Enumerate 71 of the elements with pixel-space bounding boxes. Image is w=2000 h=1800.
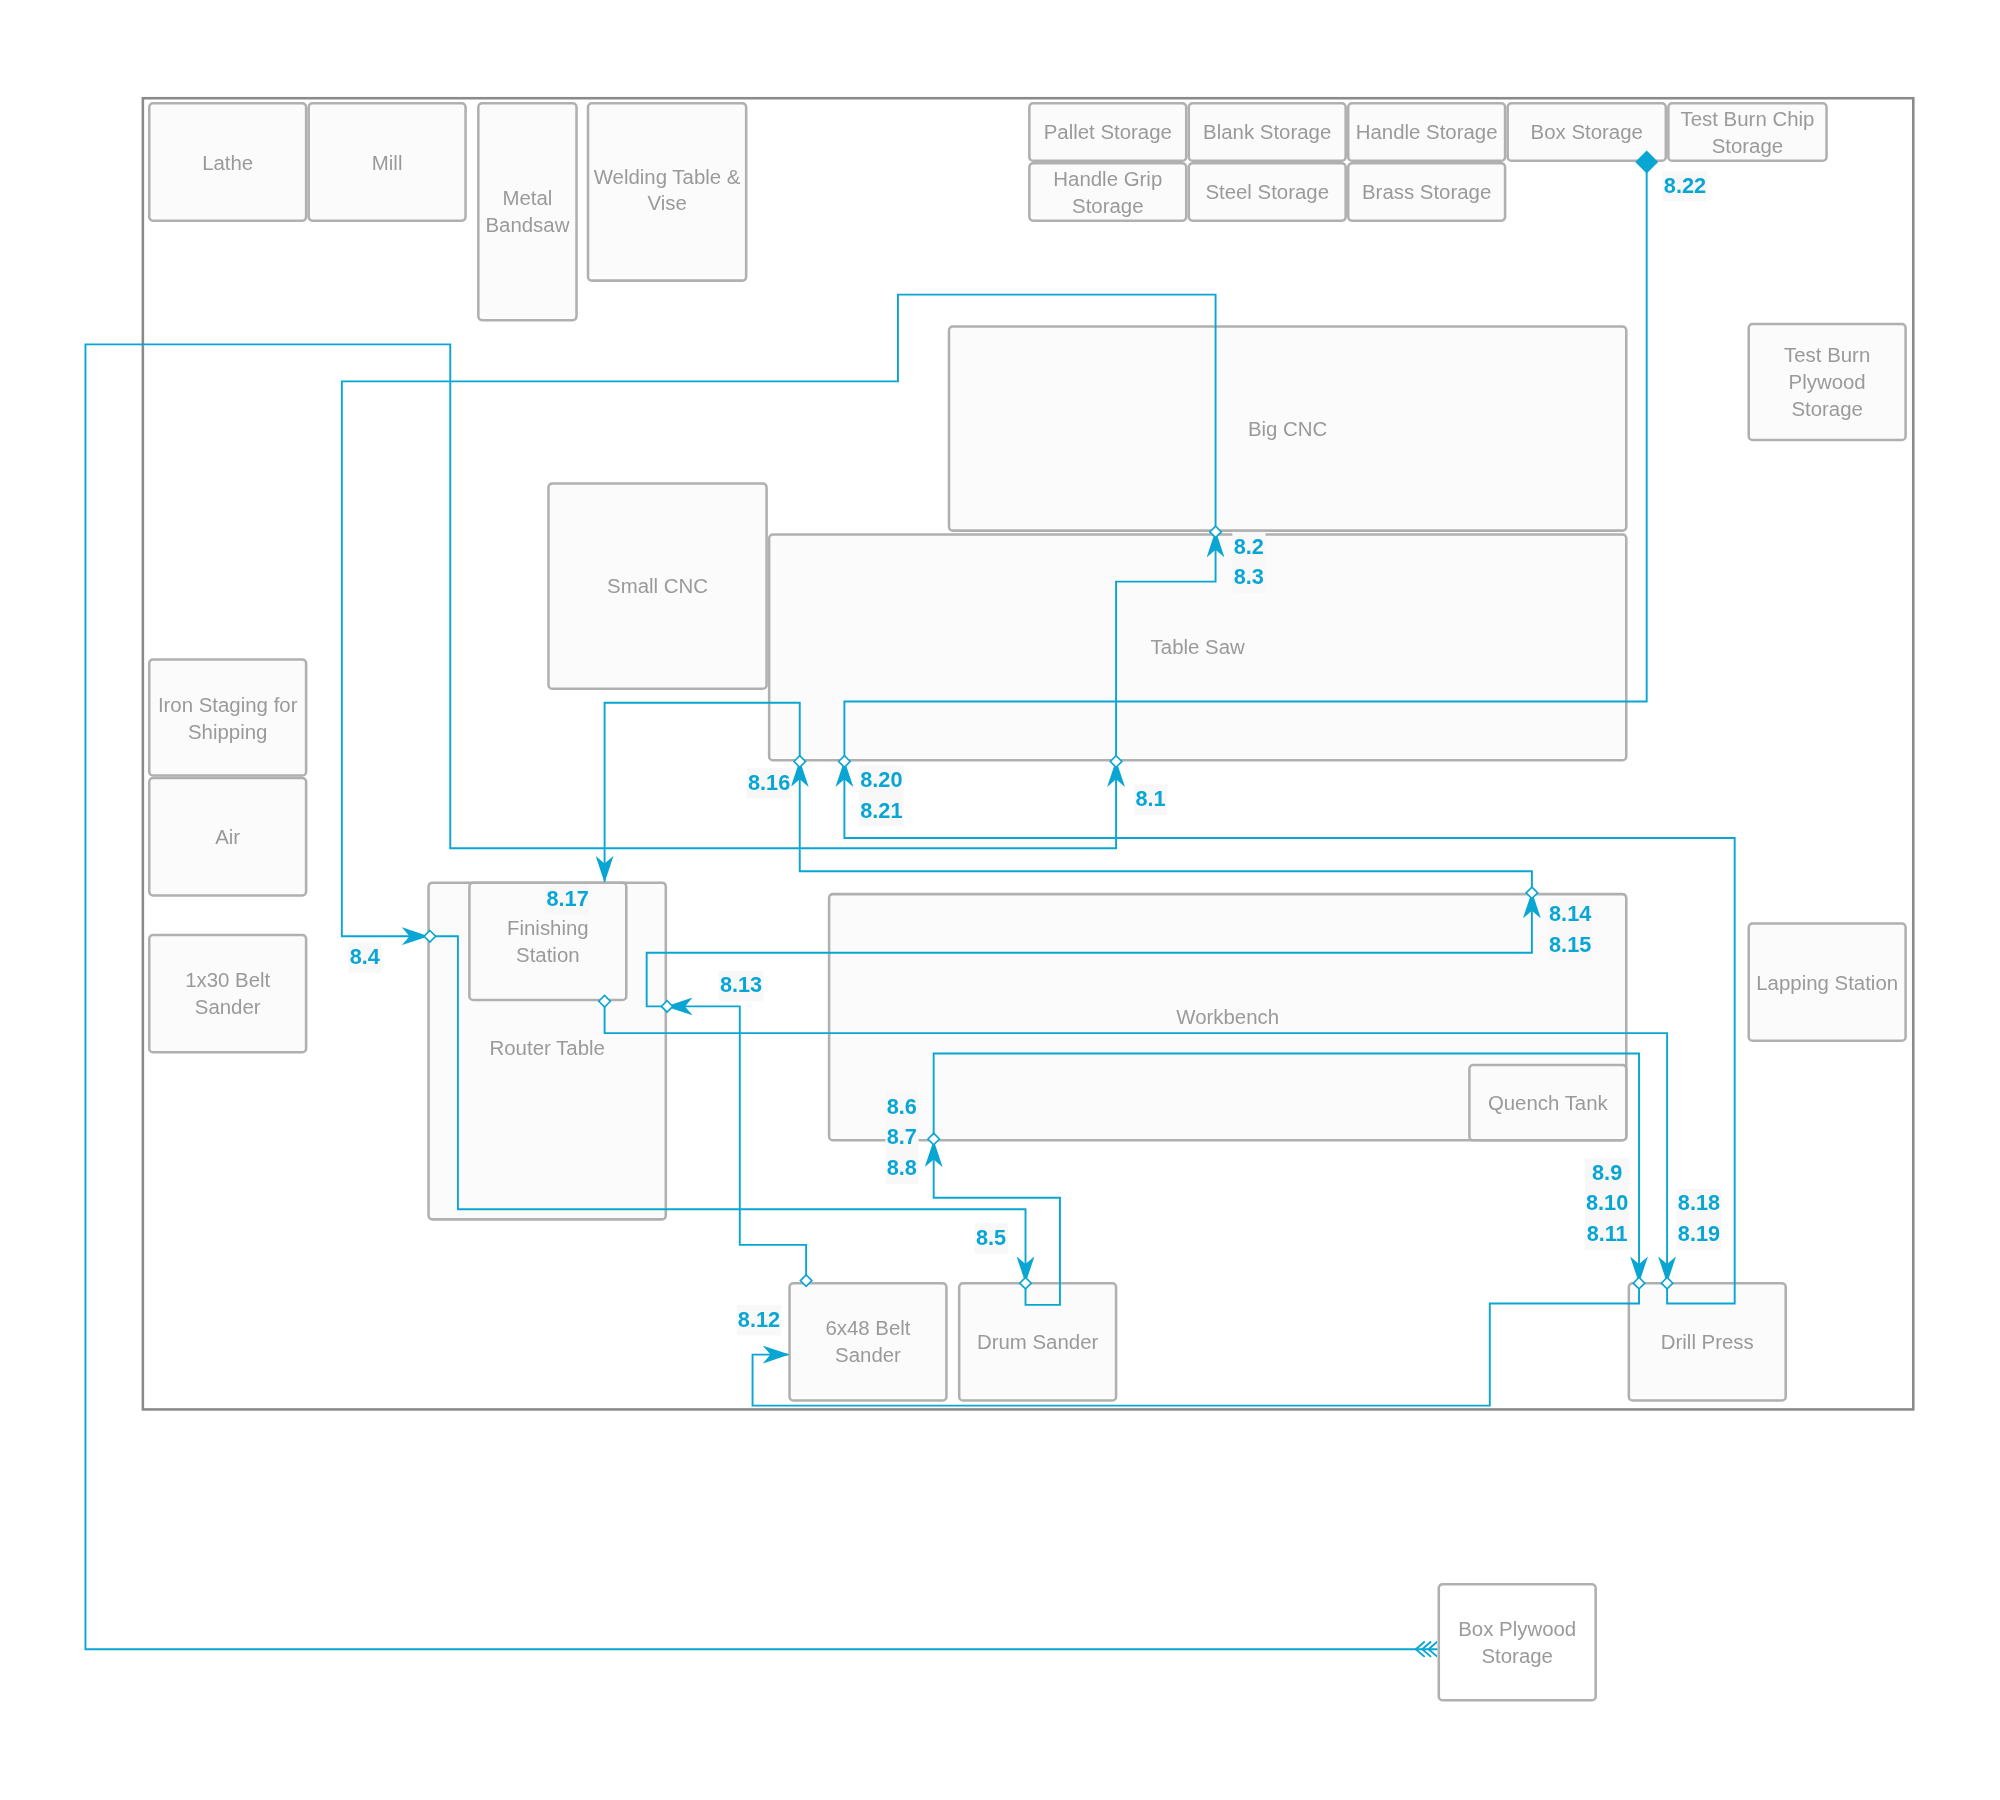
station-label: Welding Table & Vise xyxy=(592,164,742,217)
station-box xyxy=(307,102,467,222)
station-box xyxy=(1028,162,1188,222)
flow-arrow xyxy=(595,701,807,883)
station-label: Box Plywood Storage xyxy=(1457,1617,1578,1669)
station-box xyxy=(427,881,668,1221)
station-label: Workbench xyxy=(1175,1005,1281,1031)
station-label: Handle Grip Storage xyxy=(1052,166,1164,219)
station-label: Drill Press xyxy=(1659,1330,1755,1355)
station-label: 1x30 Belt Sander xyxy=(184,968,272,1020)
station-label: Big CNC xyxy=(1246,416,1329,442)
station-box xyxy=(547,482,768,691)
station-box xyxy=(1747,922,1907,1043)
floor-plan-outline xyxy=(141,96,1915,1411)
step-number: 8.18 8.19 xyxy=(1676,1188,1722,1250)
station-label: Brass Storage xyxy=(1361,180,1493,205)
station-box xyxy=(586,102,748,282)
station-box xyxy=(147,658,308,777)
station-label: Quench Tank xyxy=(1486,1090,1609,1116)
station-box xyxy=(147,933,308,1054)
step-number: 8.9 8.10 8.11 xyxy=(1584,1158,1630,1250)
station-label: Steel Storage xyxy=(1204,180,1331,205)
station-label: Drum Sander xyxy=(975,1330,1100,1355)
station-box xyxy=(1346,102,1507,162)
station-box xyxy=(1437,1582,1597,1702)
flow-arrow xyxy=(84,343,1439,1658)
station-box xyxy=(1627,1281,1787,1402)
step-number: 8.20 8.21 xyxy=(859,765,904,827)
station-label: Box Storage xyxy=(1529,120,1644,145)
station-label: Air xyxy=(214,824,242,850)
station-label: 6x48 Belt Sander xyxy=(824,1316,912,1369)
station-label: Handle Storage xyxy=(1354,120,1499,145)
station-label: Lathe xyxy=(201,150,255,175)
station-label: Table Saw xyxy=(1149,635,1246,661)
station-label: Blank Storage xyxy=(1202,120,1333,145)
station-box xyxy=(1187,102,1347,162)
station-box xyxy=(767,533,1628,762)
step-number: 8.16 xyxy=(746,767,792,799)
station-box xyxy=(1028,102,1188,162)
station-label: Mill xyxy=(370,150,404,175)
station-box xyxy=(957,1281,1118,1402)
station-box xyxy=(1747,322,1907,442)
step-number: 8.5 xyxy=(974,1223,1008,1254)
station-label: Small CNC xyxy=(606,574,709,599)
step-number: 8.12 xyxy=(736,1304,782,1336)
flow-arrow xyxy=(751,1276,1646,1407)
station-label: Test Burn Chip Storage xyxy=(1679,106,1816,159)
station-label: Router Table xyxy=(488,1036,606,1061)
step-number: 8.22 xyxy=(1662,170,1708,202)
station-label: Lapping Station xyxy=(1755,970,1900,996)
station-label: Pallet Storage xyxy=(1042,120,1173,145)
station-label: Test Burn Plywood Storage xyxy=(1783,343,1872,422)
station-label: Iron Staging for Shipping xyxy=(156,692,299,745)
station-box xyxy=(827,892,1628,1142)
station-box xyxy=(1187,162,1347,222)
station-box xyxy=(468,881,628,1002)
station-box xyxy=(147,102,308,222)
station-box xyxy=(788,1281,948,1402)
station-label: Metal Bandsaw xyxy=(484,186,571,238)
step-number: 8.13 xyxy=(718,970,764,1002)
step-number: 8.4 xyxy=(348,942,382,974)
station-box xyxy=(147,776,308,897)
station-box xyxy=(1468,1063,1628,1142)
station-box xyxy=(1667,102,1828,162)
station-box xyxy=(1506,102,1668,162)
flow-arrow xyxy=(340,293,1223,946)
station-box xyxy=(1346,162,1507,222)
step-number: 8.1 xyxy=(1134,784,1167,816)
station-box xyxy=(947,325,1628,532)
station-label: Finishing Station xyxy=(506,916,590,968)
station-box xyxy=(477,102,578,322)
